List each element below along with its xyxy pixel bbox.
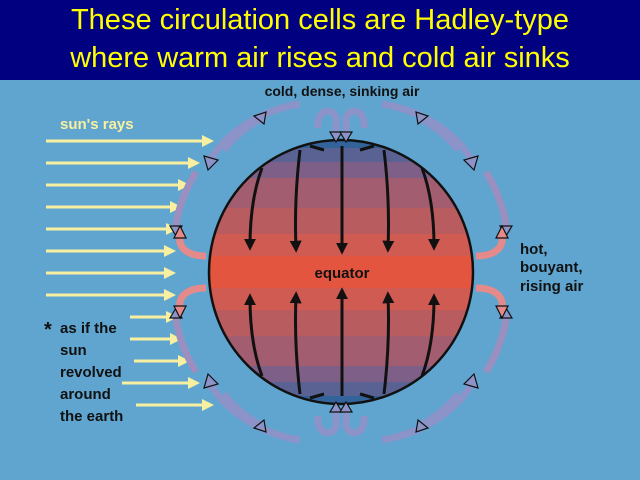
circulation-arrow xyxy=(289,149,302,253)
label-sun-rays: sun's rays xyxy=(60,116,134,133)
sun-ray-arrow-4 xyxy=(46,201,182,213)
circulation-arrow xyxy=(420,293,440,377)
sun-ray-arrow-11 xyxy=(134,355,190,367)
sun-ray-arrow-1 xyxy=(46,135,214,147)
note-line-3: revolved xyxy=(60,364,122,381)
sun-ray-arrow-5 xyxy=(46,223,178,235)
sun-ray-arrow-7 xyxy=(46,267,176,279)
warm-loop-arrowheads xyxy=(173,224,509,320)
circulation-arrow xyxy=(309,144,325,152)
label-right-2: bouyant, xyxy=(520,259,583,276)
label-right-1: hot, xyxy=(520,241,548,258)
note-line-5: the earth xyxy=(60,408,123,425)
star-icon: * xyxy=(44,319,52,341)
note-line-1: as if the xyxy=(60,320,117,337)
note-line-2: sun xyxy=(60,342,87,359)
sun-ray-arrow-13 xyxy=(136,399,214,411)
label-equator: equator xyxy=(314,265,369,282)
label-right-3: rising air xyxy=(520,278,584,295)
sun-ray-arrow-8 xyxy=(46,289,176,301)
sun-ray-arrow-10 xyxy=(130,333,182,345)
title-bar: These circulation cells are Hadley-type … xyxy=(0,0,640,80)
sun-ray-arrow-12 xyxy=(122,377,200,389)
cold-loop-arrowheads xyxy=(168,111,514,433)
surface-flow-arrows xyxy=(244,144,440,400)
circulation-arrow xyxy=(244,167,264,251)
sun-ray-arrow-3 xyxy=(46,179,190,191)
note-line-4: around xyxy=(60,386,111,403)
circulation-arrow xyxy=(382,149,395,253)
circulation-arrow xyxy=(359,392,375,400)
warm-rising-loops xyxy=(176,235,506,309)
circulation-arrow xyxy=(244,293,264,377)
circulation-arrow xyxy=(382,291,395,395)
label-top: cold, dense, sinking air xyxy=(265,83,420,99)
globe-outline xyxy=(207,138,475,406)
circulation-arrow xyxy=(420,167,440,251)
sun-ray-arrow-2 xyxy=(46,157,200,169)
circulation-arrow xyxy=(289,291,302,395)
title-line-2: where warm air rises and cold air sinks xyxy=(70,42,570,74)
circulation-arrow xyxy=(309,392,325,400)
sun-ray-arrow-6 xyxy=(46,245,176,257)
circulation-arrow xyxy=(359,144,375,152)
sun-rays xyxy=(46,135,214,411)
title-line-1: These circulation cells are Hadley-type xyxy=(70,4,570,36)
